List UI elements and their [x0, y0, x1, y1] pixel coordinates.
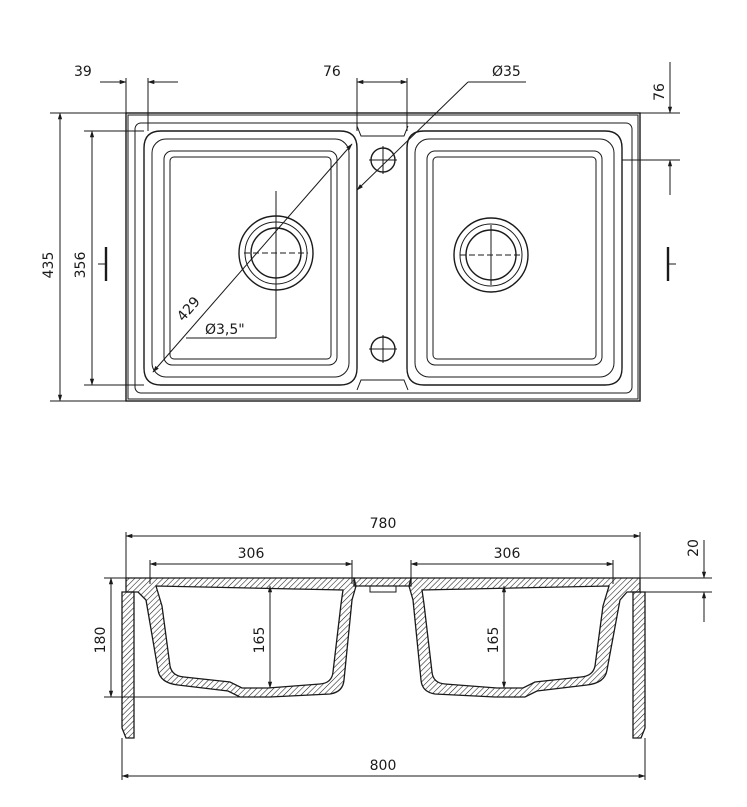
- dim-drain-size: Ø3,5": [186, 253, 277, 339]
- dim-label-306-left: 306: [238, 546, 265, 562]
- sink-outline: [125, 112, 641, 402]
- dim-label-39: 39: [74, 64, 92, 80]
- dim-356: 356: [73, 130, 144, 386]
- dim-800: 800: [121, 738, 646, 780]
- dim-label-800: 800: [370, 758, 397, 774]
- dim-label-306-right: 306: [494, 546, 521, 562]
- dim-780: 780: [125, 516, 641, 580]
- dim-label-76-right: 76: [652, 83, 668, 101]
- dim-label-165-right: 165: [486, 627, 502, 654]
- section-left-wall: [121, 591, 135, 739]
- dim-label-drain-size: Ø3,5": [205, 322, 245, 338]
- section-center-bridge: [353, 577, 412, 587]
- dim-label-76-center: 76: [323, 64, 341, 80]
- dim-76-center: 76: [323, 64, 408, 131]
- section-left-bowl: [125, 577, 357, 698]
- sink-inner-outline: [134, 122, 633, 394]
- right-drain: [453, 217, 529, 293]
- dim-label-180: 180: [93, 627, 109, 654]
- dim-label-435: 435: [41, 252, 57, 279]
- sink-rim-edge: [127, 114, 639, 400]
- dim-39: 39: [74, 64, 178, 131]
- dim-76-right: 76: [622, 62, 680, 195]
- dim-165-right: 165: [486, 585, 507, 689]
- dim-20: 20: [640, 539, 712, 622]
- dim-diameter-35: Ø35: [356, 64, 526, 191]
- tap-hole-lower: [369, 335, 397, 363]
- section-right-bowl: [408, 577, 641, 698]
- tap-hole-upper: [369, 146, 397, 174]
- dim-label-356: 356: [73, 252, 89, 279]
- dim-label-429: 429: [174, 294, 204, 325]
- top-view: 39 76 Ø35 76: [41, 62, 680, 402]
- section-view: 780 306 306 20 180: [93, 516, 712, 780]
- dim-label-20: 20: [686, 539, 702, 557]
- dim-165-left: 165: [252, 585, 273, 689]
- dim-label-780: 780: [370, 516, 397, 532]
- left-bowl: [143, 130, 358, 386]
- right-bowl: [406, 130, 623, 386]
- dim-label-165-left: 165: [252, 627, 268, 654]
- dim-label-diameter-35: Ø35: [492, 64, 521, 80]
- dim-435: 435: [41, 112, 126, 402]
- section-right-wall: [632, 591, 646, 739]
